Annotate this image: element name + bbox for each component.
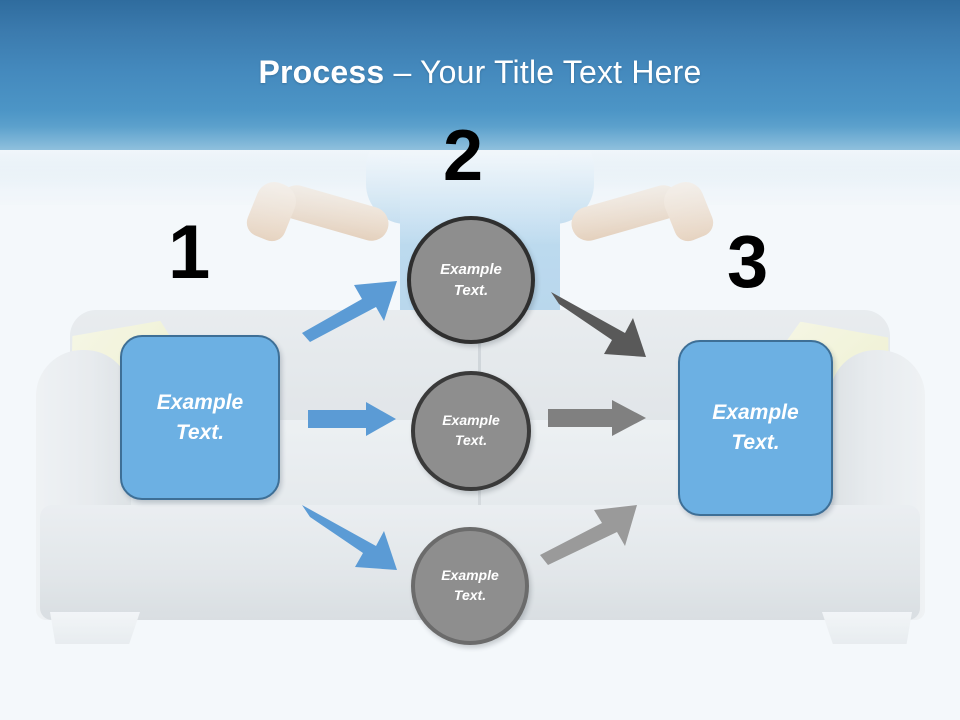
step-1-label-line1: Example [156,390,244,414]
circle-bottom-label-line1: Example [441,567,499,584]
step-3-box-label: Example Text. [712,398,798,458]
circle-middle[interactable]: Example Text. [411,371,531,491]
circle-bottom-label-line2: Text. [453,587,487,603]
step-number-2: 2 [443,116,484,196]
circle-middle-label-line2: Text. [454,432,488,448]
slide-title-strong: Process [258,54,385,90]
circle-middle-label-line1: Example [442,412,500,429]
arrow-blue-down-right-icon [302,500,412,572]
circle-bottom-label: Example Text. [441,566,499,605]
circle-middle-label: Example Text. [442,411,500,450]
arrow-gray-up-right-icon [540,503,650,569]
arrow-blue-up-right-icon [302,276,412,346]
step-1-box-label: Example Text. [157,388,243,448]
step-3-label-line1: Example [712,401,799,425]
circle-top-label-line1: Example [440,261,502,278]
step-1-label-line2: Text. [175,420,225,444]
step-number-1: 1 [168,210,211,295]
sofa-leg-right [822,612,912,644]
circle-top-label: Example Text. [440,259,502,301]
circle-bottom[interactable]: Example Text. [411,527,529,645]
step-1-box[interactable]: Example Text. [120,335,280,500]
sofa-leg-left [50,612,140,644]
step-3-box[interactable]: Example Text. [678,340,833,516]
circle-top[interactable]: Example Text. [407,216,535,344]
arrow-blue-right-icon [308,402,398,438]
slide-title: Process – Your Title Text Here [0,54,960,91]
slide-title-rest: – Your Title Text Here [384,54,702,90]
step-number-3: 3 [727,220,769,303]
arrow-gray-down-right-icon [551,287,661,359]
step-3-label-line2: Text. [731,431,780,454]
circle-top-label-line2: Text. [453,282,489,299]
arrow-gray-right-icon [548,400,648,438]
